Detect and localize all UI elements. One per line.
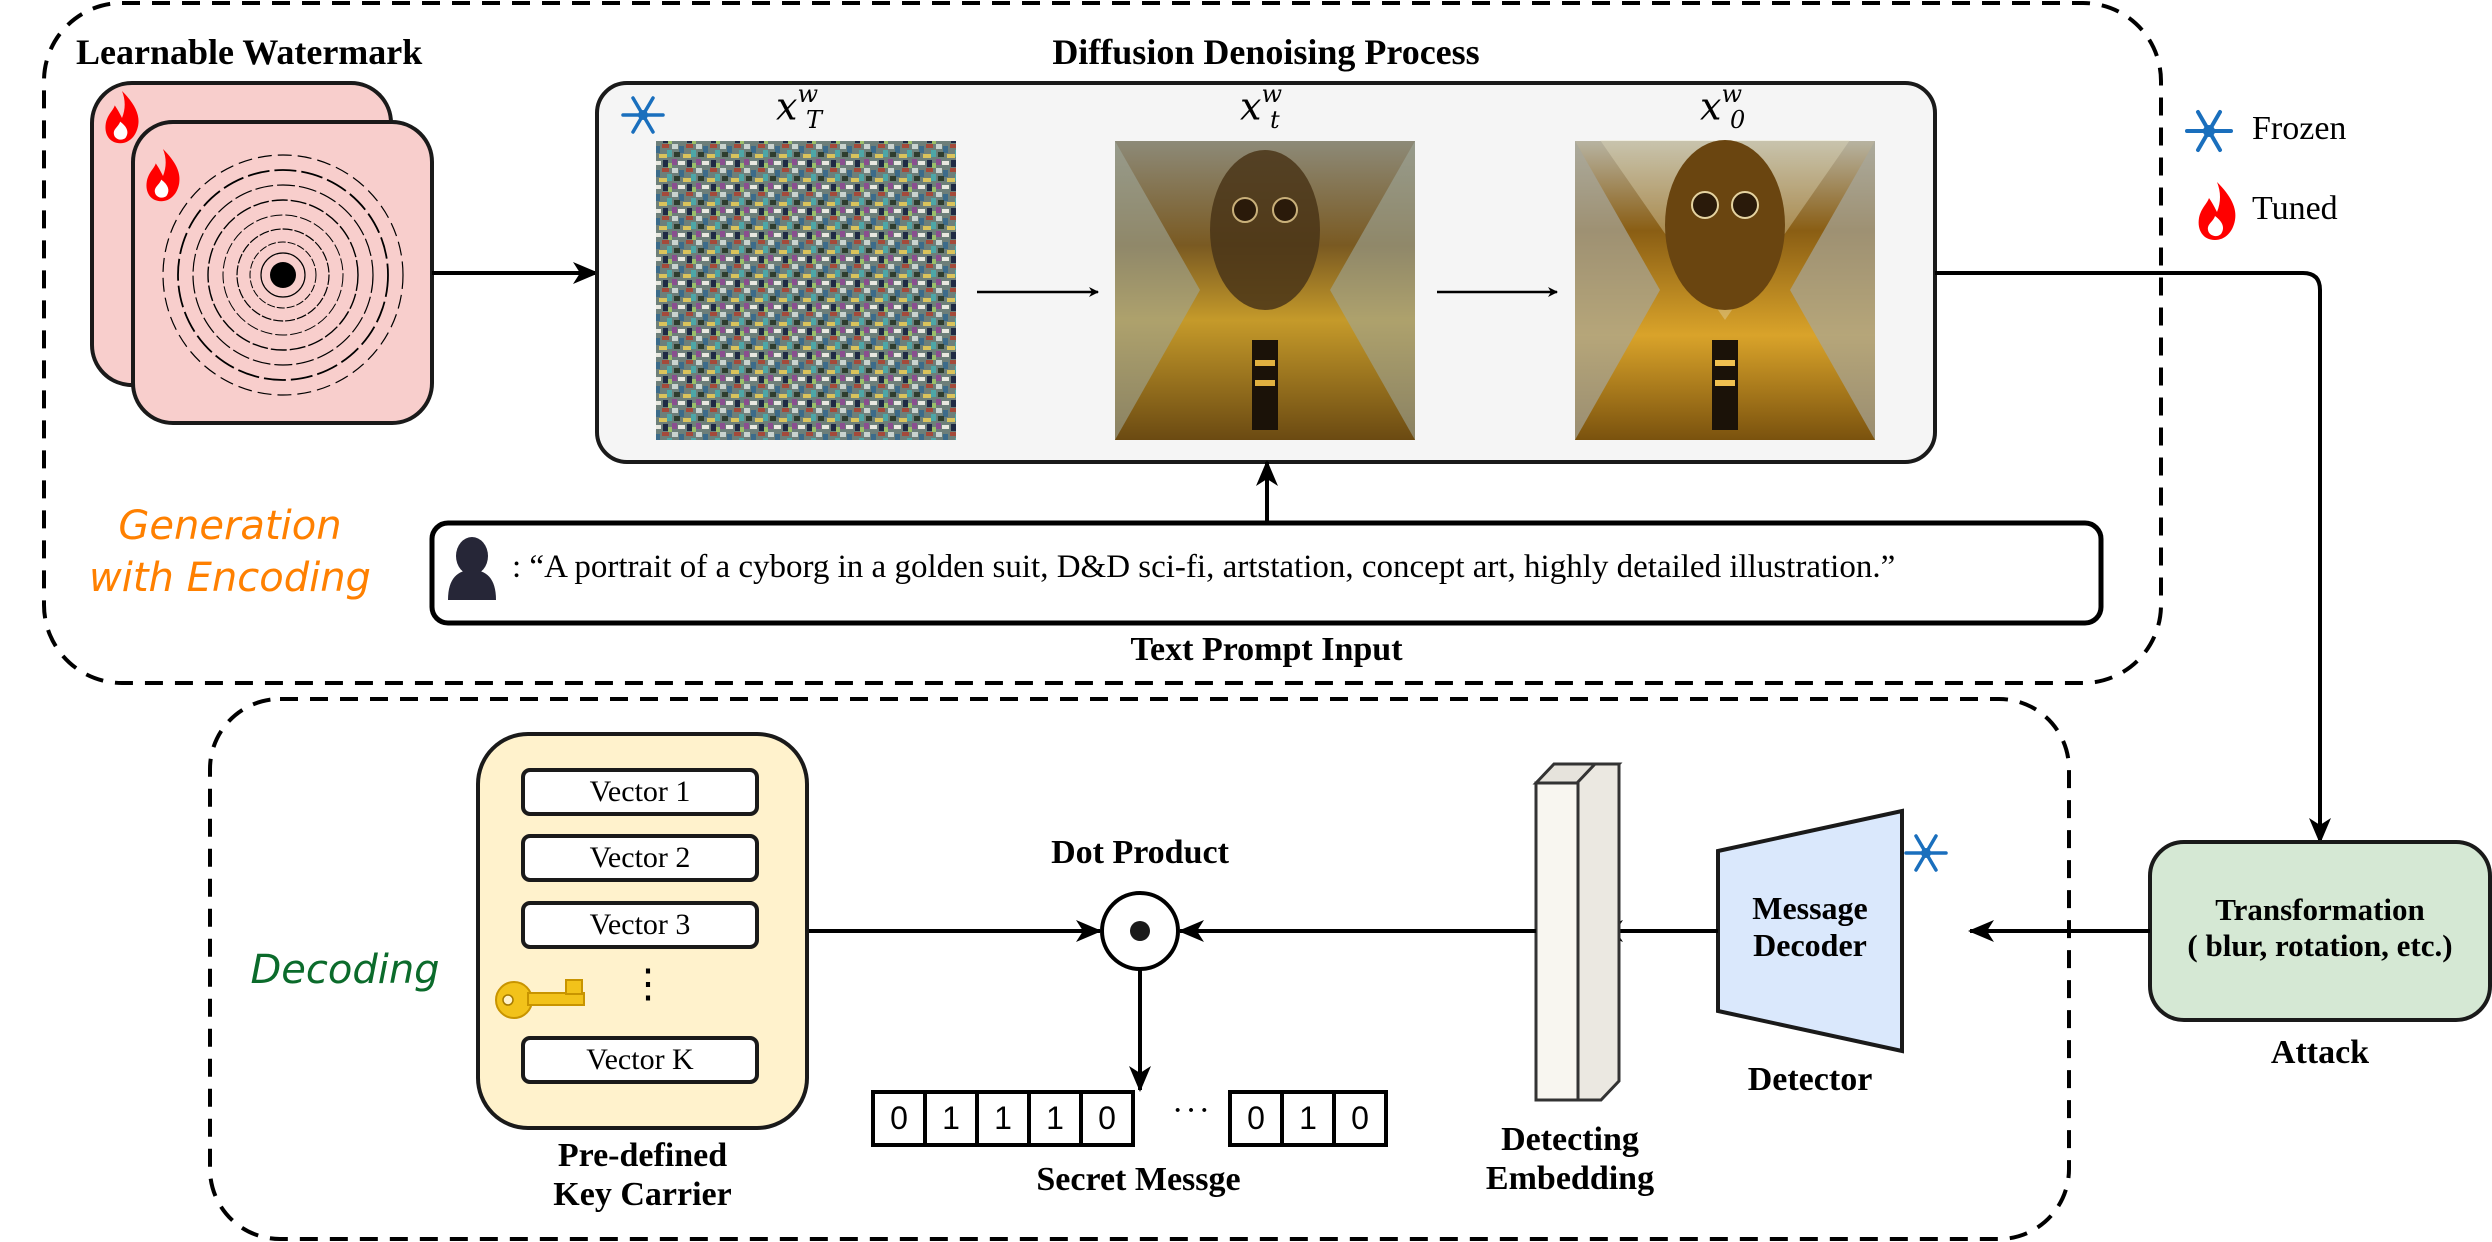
detector-label: Detector <box>1747 1061 1873 1098</box>
message-bit: 0 <box>1228 1090 1284 1147</box>
watermark-front-fire-icon <box>146 149 180 202</box>
attack-line-2: ( blur, rotation, etc.) <box>2187 927 2453 963</box>
decoding-caption: Decoding <box>250 947 440 993</box>
message-decoder-shape <box>1716 808 1904 1054</box>
key-carrier-line-1: Pre-defined <box>557 1137 728 1174</box>
user-icon <box>448 537 496 600</box>
key-carrier-label: Pre-defined Key Carrier <box>478 1136 807 1214</box>
message-bit: 1 <box>975 1090 1031 1147</box>
key-vector-k: Vector K <box>521 1036 759 1084</box>
detecting-embedding-bar <box>1532 762 1623 1102</box>
message-bit: 0 <box>1079 1090 1135 1147</box>
message-bit: 1 <box>923 1090 979 1147</box>
image-tile-partially-denoised-cyborg <box>1115 141 1415 440</box>
caption-line-2: with Encoding <box>89 555 371 601</box>
text-prompt-input-label: Text Prompt Input <box>1130 631 1403 668</box>
embedding-line-1: Detecting <box>1501 1121 1639 1158</box>
decoding-region-frame <box>208 697 2071 1241</box>
generation-with-encoding-caption: Generation with Encoding <box>80 500 380 604</box>
secret-message-label: Secret Messge <box>1036 1161 1241 1198</box>
diffusion-process-title: Diffusion Denoising Process <box>1052 32 1480 72</box>
message-bit: 1 <box>1027 1090 1083 1147</box>
dot-product-center-dot <box>1130 921 1150 941</box>
watermark-swirl-pattern <box>162 154 404 396</box>
key-vector-1: Vector 1 <box>521 768 759 816</box>
key-carrier-line-2: Key Carrier <box>553 1176 732 1214</box>
decoder-line-2: Decoder <box>1753 926 1867 963</box>
key-vector-2: Vector 2 <box>521 834 759 882</box>
step-label-xT: xwT <box>776 80 822 135</box>
legend-fire-icon <box>2198 182 2236 240</box>
embedding-line-2: Embedding <box>1485 1160 1655 1198</box>
key-icon <box>495 979 585 1019</box>
message-bit: 1 <box>1280 1090 1336 1147</box>
legend-snowflake-icon <box>2185 110 2233 152</box>
prompt-text: : “A portrait of a cyborg in a golden su… <box>512 549 1896 585</box>
encoding-region-frame <box>42 1 2163 685</box>
message-bit: 0 <box>1332 1090 1388 1147</box>
attack-label: Attack <box>2270 1034 2370 1071</box>
message-ellipsis: ··· <box>1172 1092 1212 1129</box>
learnable-watermark-title: Learnable Watermark <box>76 32 423 72</box>
decoder-line-1: Message <box>1752 890 1868 926</box>
message-bit: 0 <box>871 1090 927 1147</box>
image-tile-noise-latent <box>656 141 956 440</box>
image-tile-final-cyborg-image <box>1575 140 1875 440</box>
detecting-embedding-label: Detecting Embedding <box>1440 1120 1700 1198</box>
diffusion-snowflake-icon <box>621 96 665 134</box>
legend-tuned-label: Tuned <box>2252 190 2338 227</box>
dot-product-label: Dot Product <box>1051 834 1229 871</box>
step-label-x0: xw0 <box>1700 80 1746 135</box>
key-vectors-ellipsis: ⋮ <box>628 961 668 1006</box>
key-vector-3: Vector 3 <box>521 901 759 949</box>
legend-frozen-label: Frozen <box>2252 110 2347 147</box>
step-label-xt: xwt <box>1240 80 1282 135</box>
attack-box-text: Transformation ( blur, rotation, etc.) <box>2150 892 2490 963</box>
attack-line-1: Transformation <box>2215 892 2425 927</box>
watermark-back-fire-icon <box>105 91 139 144</box>
arrow-diffusion-to-attack <box>1935 271 2331 844</box>
caption-line-1: Generation <box>118 503 342 549</box>
message-decoder-text: Message Decoder <box>1718 890 1902 964</box>
decoder-snowflake-icon <box>1904 834 1948 872</box>
